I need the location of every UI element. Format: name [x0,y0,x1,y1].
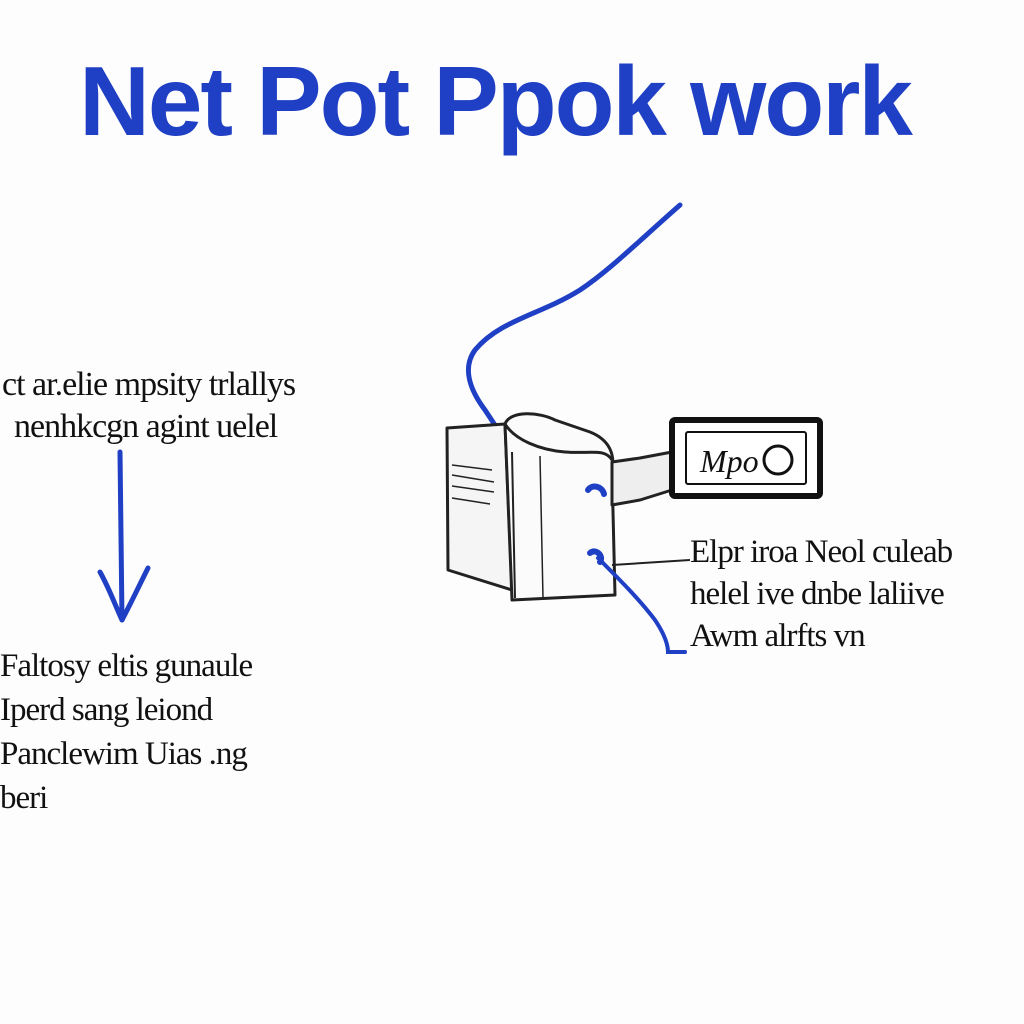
network-device [445,412,674,602]
annotation-line: nenhkcgn agint uelel [14,408,278,445]
annotation-line: ct ar.elie mpsity trlallys [2,366,296,403]
network-cable [465,202,683,453]
annotation-line: Faltosy eltis gunaule [0,648,253,684]
annotation-line: Awm alrfts vn [690,618,866,654]
output-cable [596,556,687,654]
annotation-right: Elpr iroa Neol culeab helel ive dnbe lal… [690,534,953,662]
leader-line [611,559,691,566]
annotation-line: Elpr iroa Neol culeab [690,534,953,570]
down-arrow-icon [97,449,151,623]
device-tag-knob [762,444,794,476]
annotation-line: beri [0,780,48,816]
annotation-line: Iperd sang leiond [0,692,213,728]
diagram-title: Net Pot Ppok work [79,46,913,156]
annotation-line: helel ive dnbe laliive [690,576,945,612]
annotation-line: Panclewim Uias .ng [0,736,248,772]
port-indicator-top [585,483,607,497]
device-tag-label: Mpo [699,443,759,479]
annotation-left-top: ct ar.elie mpsity trlallys nenhkcgn agin… [2,366,296,452]
annotation-left-bottom: Faltosy eltis gunaule Iperd sang leiond … [0,648,253,826]
